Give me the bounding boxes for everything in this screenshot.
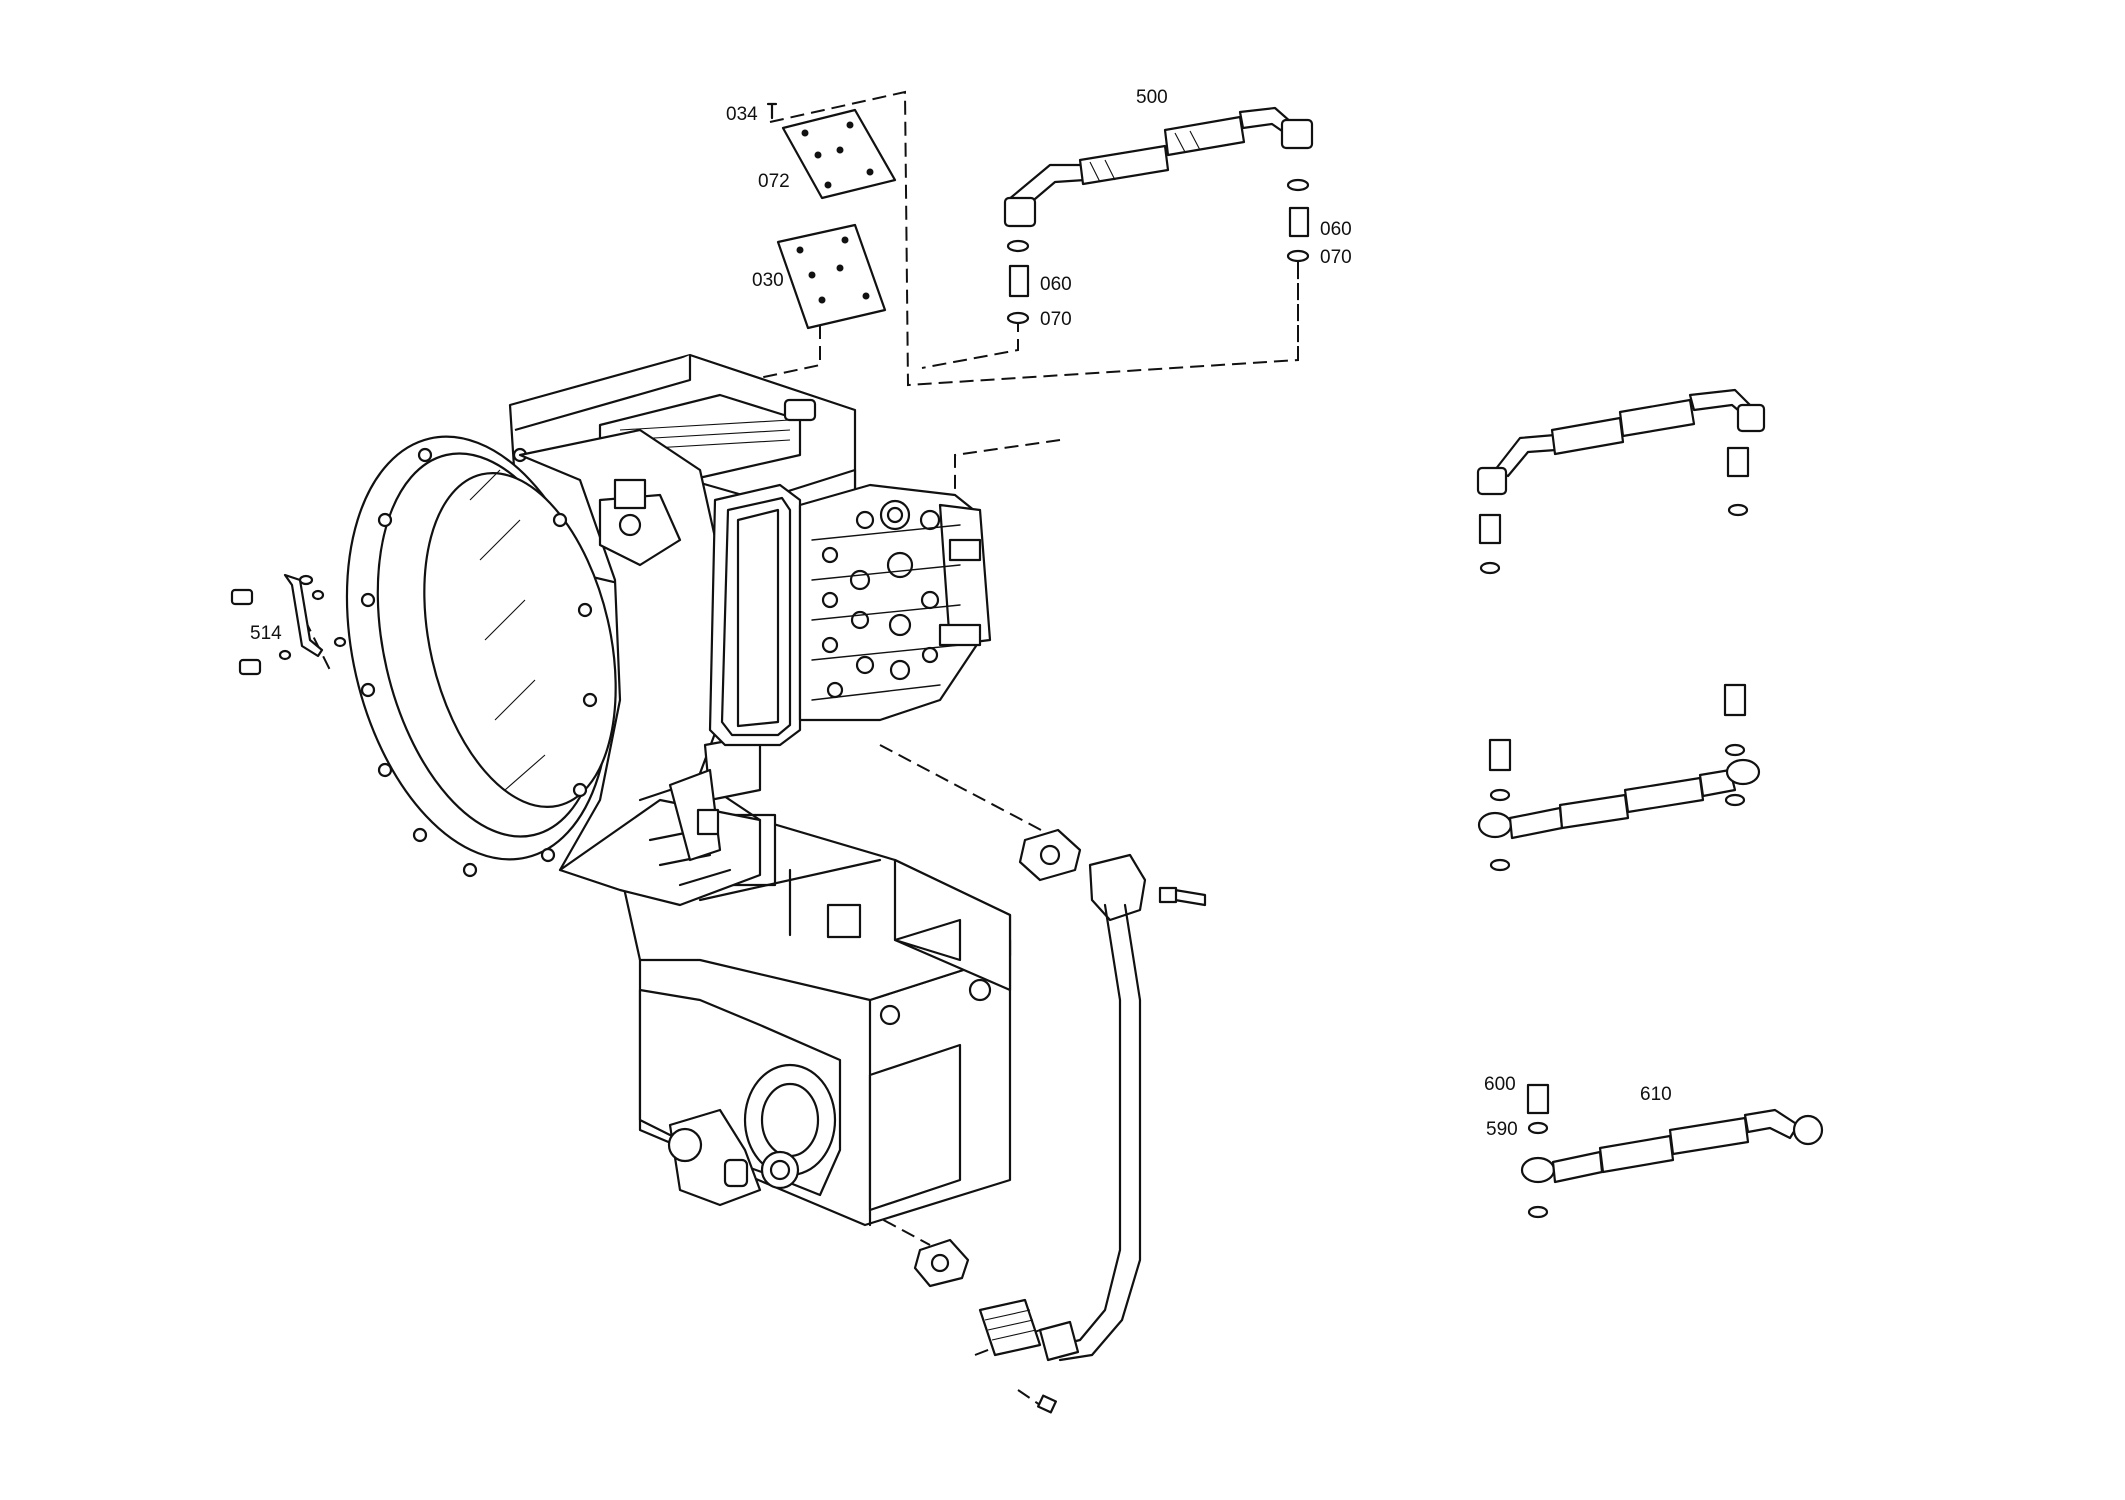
label-060-left: 060 bbox=[1040, 274, 1072, 295]
label-600: 600 bbox=[1484, 1074, 1516, 1095]
part-labels: 034 072 030 500 060 070 060 070 514 600 … bbox=[250, 87, 1672, 1140]
label-590: 590 bbox=[1486, 1119, 1518, 1140]
label-034: 034 bbox=[726, 104, 758, 125]
fitting-060-right bbox=[1286, 178, 1310, 263]
oil-filter bbox=[708, 483, 802, 747]
fitting-060-left bbox=[1006, 239, 1030, 325]
hose-610 bbox=[1520, 1083, 1824, 1219]
gasket-upper bbox=[1018, 828, 1082, 882]
plate-072 bbox=[781, 108, 897, 200]
label-070-right: 070 bbox=[1320, 247, 1352, 268]
plate-030 bbox=[776, 223, 887, 330]
control-valve-block bbox=[798, 483, 992, 722]
label-060-right: 060 bbox=[1320, 219, 1352, 240]
label-500: 500 bbox=[1136, 87, 1168, 108]
flange-bolt-holes bbox=[360, 447, 598, 878]
hose-500 bbox=[1003, 106, 1314, 228]
label-514: 514 bbox=[250, 623, 282, 644]
gasket-lower bbox=[913, 1238, 970, 1288]
screw-034 bbox=[766, 102, 778, 120]
label-070-left: 070 bbox=[1040, 309, 1072, 330]
hose-assembly-right-2 bbox=[1477, 683, 1761, 872]
label-610: 610 bbox=[1640, 1084, 1672, 1105]
bracket-514 bbox=[230, 573, 347, 676]
label-072: 072 bbox=[758, 171, 790, 192]
transmission-housing bbox=[345, 353, 1012, 1227]
label-030: 030 bbox=[752, 270, 784, 291]
suction-pipe bbox=[978, 853, 1207, 1414]
hose-assembly-right-1 bbox=[1476, 388, 1766, 575]
